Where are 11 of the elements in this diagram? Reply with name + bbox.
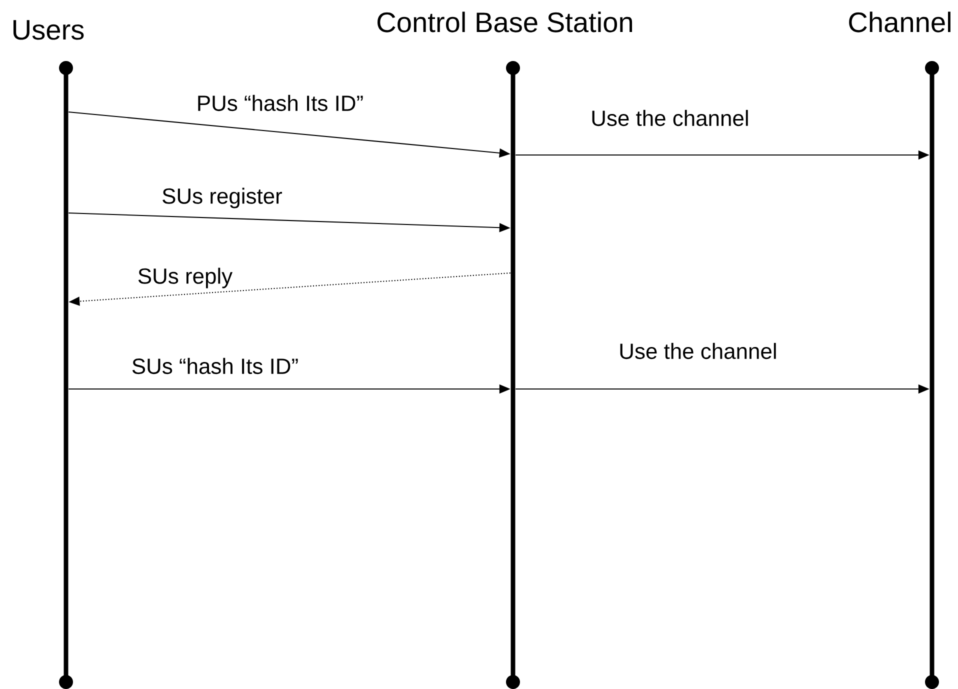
node-label: Control Base Station [378, 12, 632, 32]
lifeline: Users [13, 20, 84, 689]
node-label: Channel [849, 12, 950, 32]
edge-label: SUs “hash Its ID” [130, 356, 300, 376]
lifeline: Channel [849, 12, 950, 689]
edge-label: Use the channel [616, 341, 780, 361]
edge-label: SUs register [160, 186, 284, 210]
edge-label: PUs “hash Its ID” [194, 93, 366, 113]
edge-label: SUs reply [136, 266, 234, 290]
edge-label: Use the channel [588, 108, 752, 128]
node-label: Users [13, 20, 84, 40]
